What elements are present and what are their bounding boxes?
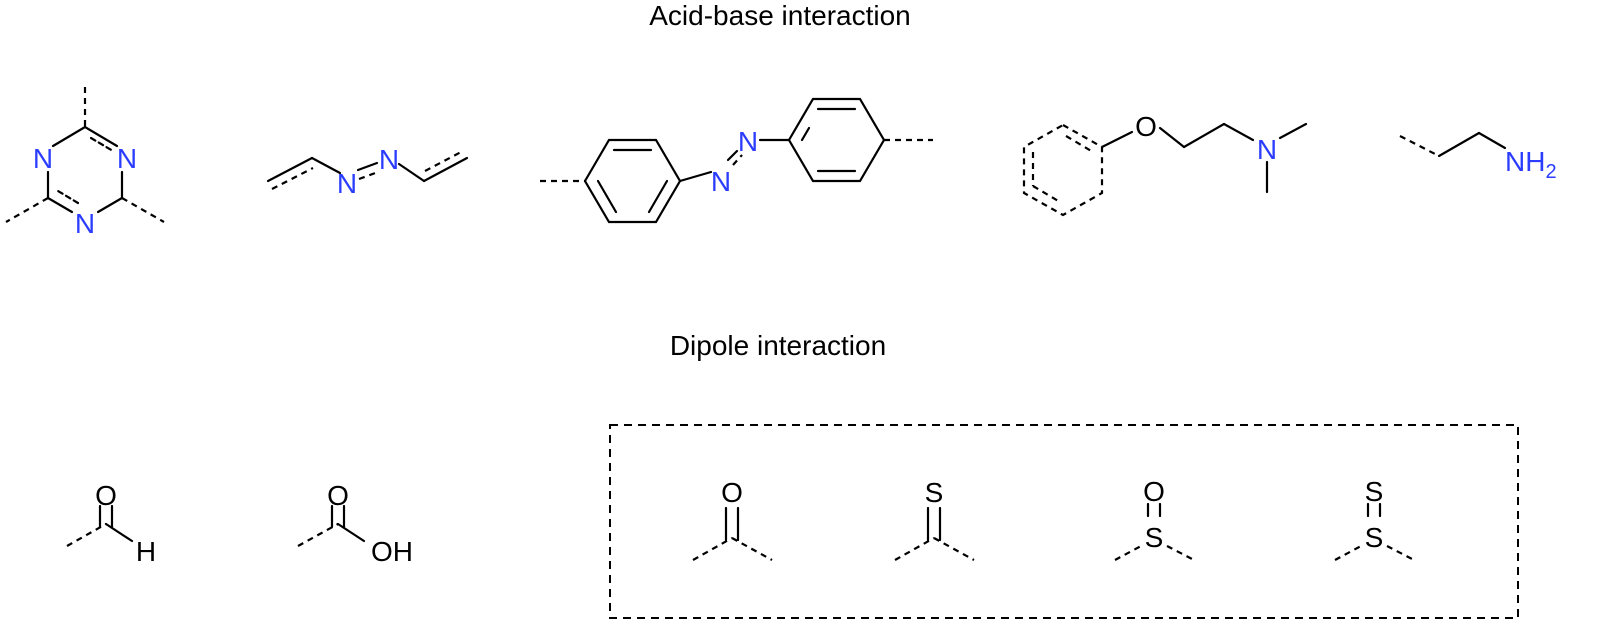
thioketone-structure: S	[894, 477, 975, 561]
phenoxy-oxygen: O	[1135, 111, 1157, 142]
sulfoxide-structure: O S	[1114, 476, 1195, 561]
triazine-n-top-right: N	[117, 143, 137, 174]
thiosulfoxide-structure: S S	[1334, 476, 1415, 561]
dimethylamine-n: N	[1257, 134, 1277, 165]
thioketone-sulfur: S	[925, 477, 944, 508]
dipole-group-box	[609, 424, 1519, 619]
aldehyde-structure: O H	[66, 480, 156, 567]
azobenzene-n-lower: N	[711, 166, 731, 197]
ethylamine-structure: NH2	[1399, 131, 1557, 183]
acid-hydroxyl-group: OH	[371, 536, 413, 567]
triazine-structure: N N N	[5, 87, 165, 239]
azobenzene-structure: N N	[540, 97, 933, 224]
aldehyde-oxygen: O	[95, 480, 117, 511]
ketone-structure: O	[692, 477, 773, 561]
azo-diene-n-left: N	[337, 168, 357, 199]
aldehyde-hydrogen: H	[136, 536, 156, 567]
ketone-oxygen: O	[721, 477, 743, 508]
triazine-n-top-left: N	[33, 143, 53, 174]
dipole-section-title: Dipole interaction	[669, 330, 887, 361]
azobenzene-n-upper: N	[738, 126, 758, 157]
acid-base-section-title: Acid-base interaction	[649, 0, 911, 31]
thiosulfoxide-sulfur-bottom: S	[1365, 522, 1384, 553]
amine-nh2-group: NH2	[1505, 146, 1557, 183]
sulfoxide-oxygen: O	[1143, 476, 1165, 507]
phenoxyethyl-dimethylamine-structure: O N	[1022, 111, 1308, 217]
carboxylic-acid-structure: O OH	[297, 480, 413, 567]
thiosulfoxide-sulfur-top: S	[1365, 476, 1384, 507]
acid-carbonyl-oxygen: O	[327, 480, 349, 511]
sulfoxide-sulfur: S	[1145, 522, 1164, 553]
azo-diene-n-right: N	[379, 144, 399, 175]
triazine-n-bottom: N	[75, 208, 95, 239]
azo-diene-structure: N N	[266, 144, 469, 199]
